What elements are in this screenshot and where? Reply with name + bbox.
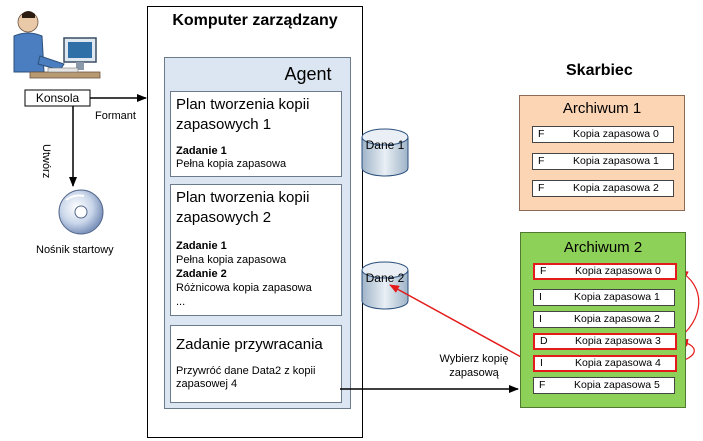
create-label: Utwórz — [40, 144, 52, 179]
backup-name: Kopia zapasowa 4 — [575, 357, 661, 369]
archive-2: Archiwum 2 F Kopia zapasowa 0 I Kopia za… — [520, 232, 686, 408]
backup-name: Kopia zapasowa 3 — [575, 335, 661, 347]
archive-2-title: Archiwum 2 — [563, 239, 643, 256]
formant-label: Formant — [95, 110, 136, 122]
backup-type: F — [538, 182, 545, 194]
backup-type: F — [538, 155, 545, 167]
archive-2-backup-5[interactable]: F Kopia zapasowa 5 — [533, 377, 675, 394]
plan-2-ellipsis: ... — [176, 296, 186, 308]
boot-media-cd-icon — [58, 189, 104, 235]
restore-task: Zadanie przywracania Przywróć dane Data2… — [170, 325, 342, 403]
backup-type: D — [540, 335, 548, 347]
restore-task-title: Zadanie przywracania — [176, 336, 323, 353]
restore-data-arrow — [389, 284, 533, 364]
restore-task-desc: Przywróć dane Data2 z kopii zapasowej 4 — [176, 365, 316, 390]
plan-2-task-1-desc: Pełna kopia zapasowa — [176, 254, 287, 266]
backup-type: F — [538, 128, 545, 140]
archive-2-backup-3[interactable]: D Kopia zapasowa 3 — [533, 333, 677, 350]
managed-computer-title: Komputer zarządzany — [172, 12, 338, 29]
plan-1-title: Plan tworzenia kopii zapasowych 1 — [176, 96, 310, 133]
plan-2-task-2-name: Zadanie 2 — [176, 268, 227, 280]
backup-name: Kopia zapasowa 2 — [574, 313, 660, 325]
boot-media-label: Nośnik startowy — [36, 244, 114, 256]
user-at-computer-icon — [13, 11, 101, 79]
archive-1-title: Archiwum 1 — [562, 100, 642, 117]
backup-name: Kopia zapasowa 2 — [573, 182, 659, 194]
backup-plan-1: Plan tworzenia kopii zapasowych 1 Zadani… — [170, 91, 342, 177]
backup-name: Kopia zapasowa 0 — [575, 265, 661, 277]
archive-2-backup-4[interactable]: I Kopia zapasowa 4 — [533, 355, 677, 372]
archive-1-backup-1[interactable]: F Kopia zapasowa 1 — [532, 153, 674, 170]
archive-1-backup-0[interactable]: F Kopia zapasowa 0 — [532, 126, 674, 143]
backup-name: Kopia zapasowa 1 — [573, 155, 659, 167]
backup-type: I — [539, 291, 542, 303]
archive-1-backup-2[interactable]: F Kopia zapasowa 2 — [532, 180, 674, 197]
backup-name: Kopia zapasowa 1 — [574, 291, 660, 303]
backup-name: Kopia zapasowa 0 — [573, 128, 659, 140]
plan-2-task-2-desc: Różnicowa kopia zapasowa — [176, 282, 312, 294]
console-label: Konsola — [35, 91, 80, 105]
backup-type: F — [539, 379, 546, 391]
plan-1-task-desc: Pełna kopia zapasowa — [176, 158, 287, 170]
plan-2-task-1-name: Zadanie 1 — [176, 240, 227, 252]
agent-title: Agent — [284, 64, 332, 84]
archive-2-backup-0[interactable]: F Kopia zapasowa 0 — [533, 263, 677, 280]
select-backup-label: Wybierz kopię zapasową — [439, 353, 509, 379]
data-1-label: Dane 1 — [365, 138, 405, 152]
data-1-cylinder-icon — [361, 128, 409, 177]
archive-2-backup-1[interactable]: I Kopia zapasowa 1 — [533, 289, 675, 306]
archive-1: Archiwum 1 F Kopia zapasowa 0 F Kopia za… — [519, 95, 685, 211]
vault-title: Skarbiec — [566, 62, 633, 79]
data-2-label: Dane 2 — [365, 271, 405, 285]
backup-type: I — [539, 313, 542, 325]
plan-1-task-name: Zadanie 1 — [176, 145, 227, 157]
backup-type: I — [540, 357, 543, 369]
backup-plan-2: Plan tworzenia kopii zapasowych 2 Zadani… — [170, 184, 342, 316]
plan-2-title: Plan tworzenia kopii zapasowych 2 — [176, 189, 310, 226]
backup-type: F — [540, 265, 547, 277]
backup-name: Kopia zapasowa 5 — [574, 379, 660, 391]
data-2-cylinder-icon — [361, 261, 409, 310]
archive-2-backup-2[interactable]: I Kopia zapasowa 2 — [533, 311, 675, 328]
